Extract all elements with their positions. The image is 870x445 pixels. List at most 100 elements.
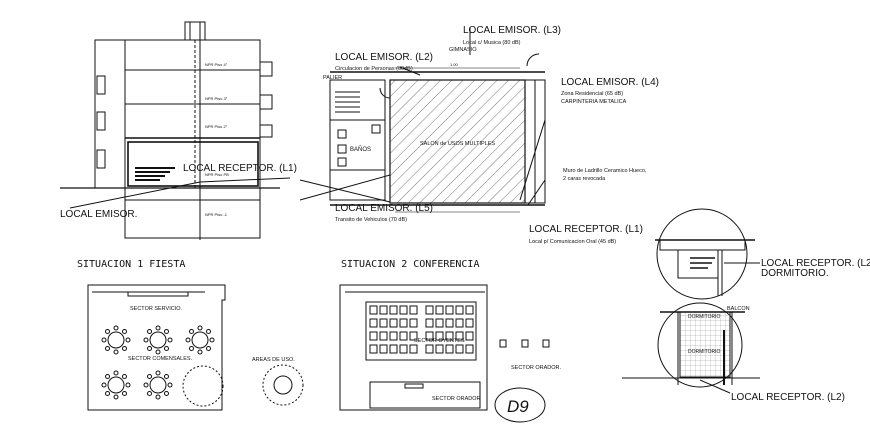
local-receptor-l2-bottom: LOCAL RECEPTOR. (L2) xyxy=(731,392,845,403)
circulacion: Circulacion de Personas (60dB) xyxy=(335,66,413,72)
audience-chair xyxy=(379,331,388,341)
audience-chair xyxy=(455,318,464,328)
gimnasio: GIMNASIO xyxy=(449,47,477,53)
round-table xyxy=(107,331,125,349)
round-table xyxy=(149,376,167,394)
chair xyxy=(143,337,149,343)
local-emisor-left: LOCAL EMISOR. xyxy=(60,209,137,220)
sector-orador-right: SECTOR ORADOR. xyxy=(511,365,561,371)
dim-top: 1.00 xyxy=(450,62,459,67)
svg-text:NPR Piso PB: NPR Piso PB xyxy=(205,172,229,177)
areas-de-uso-symbol xyxy=(262,364,304,406)
transito: Transito de Vehiculos (70 dB) xyxy=(335,217,407,223)
chair xyxy=(163,345,169,351)
audience-chair xyxy=(435,344,444,354)
local-musica: Local c/ Musica (80 dB) xyxy=(463,40,521,46)
local-emisor-l3: LOCAL EMISOR. (L3) xyxy=(463,25,561,36)
sector-servicio: SECTOR SERVICIO. xyxy=(130,306,183,312)
audience-chair xyxy=(445,331,454,341)
sheet-number-symbol xyxy=(494,387,546,423)
audience-chair xyxy=(399,331,408,341)
chair xyxy=(125,382,131,388)
audience-chair xyxy=(465,344,474,354)
caras-revocadas: 2 caras revocada xyxy=(563,176,606,182)
chair xyxy=(205,329,211,335)
chair xyxy=(113,394,119,400)
chair xyxy=(125,337,131,343)
chair xyxy=(189,345,195,351)
chair xyxy=(167,337,173,343)
banos-label: BAÑOS xyxy=(350,146,371,153)
audience-chair xyxy=(465,305,474,315)
round-table xyxy=(149,331,167,349)
salon-usos-label: SALON de USOS MULTIPLES xyxy=(420,141,495,147)
chair xyxy=(155,325,161,331)
chair xyxy=(189,329,195,335)
chair xyxy=(105,374,111,380)
muro-ladrillo: Muro de Ladrillo Ceramico Hueco, xyxy=(563,168,647,174)
chair xyxy=(121,329,127,335)
local-emisor-l2: LOCAL EMISOR. (L2) xyxy=(335,52,433,63)
chair xyxy=(147,374,153,380)
audience-chair xyxy=(379,318,388,328)
chair xyxy=(121,390,127,396)
chair xyxy=(113,325,119,331)
areas-de-uso: AREAS DE USO. xyxy=(252,357,295,363)
chair xyxy=(197,349,203,355)
chair xyxy=(163,390,169,396)
detail-balcon xyxy=(655,208,760,300)
situacion-2-title: SITUACION 2 CONFERENCIA xyxy=(341,259,479,270)
audience-chair xyxy=(389,305,398,315)
audience-chair xyxy=(435,318,444,328)
audience-chair xyxy=(399,305,408,315)
audience-chair xyxy=(369,331,378,341)
audience-chair xyxy=(445,318,454,328)
audience-chair xyxy=(369,305,378,315)
chair xyxy=(121,374,127,380)
sector-oyentes: SECTOR OYENTES xyxy=(414,338,465,344)
plan-situacion-2 xyxy=(339,284,550,411)
chair xyxy=(105,390,111,396)
chair xyxy=(205,345,211,351)
chair xyxy=(155,394,161,400)
audience-chair xyxy=(445,305,454,315)
balcon-label: BALCON xyxy=(727,306,750,312)
chair xyxy=(167,382,173,388)
local-receptor-l1-left: LOCAL RECEPTOR. (L1) xyxy=(183,163,297,174)
audience-chair xyxy=(389,331,398,341)
floor-plan-salon xyxy=(299,28,546,213)
carpinteria: CARPINTERIA METALICA xyxy=(561,99,627,105)
zona-residencial: Zona Residencial (65 dB) xyxy=(561,91,623,97)
audience-chair xyxy=(465,318,474,328)
sector-comensales: SECTOR COMENSALES. xyxy=(128,356,193,362)
chair xyxy=(197,325,203,331)
dormitorio-caps: DORMITORIO. xyxy=(761,268,829,279)
audience-chair xyxy=(455,344,464,354)
audience-chair xyxy=(435,331,444,341)
audience-chair xyxy=(409,305,418,315)
audience-chair xyxy=(409,331,418,341)
local-receptor-l1-right: LOCAL RECEPTOR. (L1) xyxy=(529,224,643,235)
audience-chair xyxy=(445,344,454,354)
audience-chair xyxy=(399,318,408,328)
audience-chair xyxy=(379,305,388,315)
audience-chair xyxy=(455,305,464,315)
chair xyxy=(155,349,161,355)
chair xyxy=(143,382,149,388)
svg-text:NPR Piso 4°: NPR Piso 4° xyxy=(205,62,228,67)
plan-situacion-1 xyxy=(87,284,226,411)
round-table xyxy=(107,376,125,394)
detail-dormitorio xyxy=(622,302,760,394)
local-emisor-l4: LOCAL EMISOR. (L4) xyxy=(561,77,659,88)
chair xyxy=(147,329,153,335)
chair xyxy=(113,349,119,355)
audience-chair xyxy=(379,344,388,354)
building-floor-tags: NPR Piso 4° NPR Piso 3° NPR Piso 2° NPR … xyxy=(205,62,229,217)
chair xyxy=(147,390,153,396)
chair xyxy=(105,345,111,351)
chair xyxy=(185,337,191,343)
chair xyxy=(105,329,111,335)
round-table xyxy=(191,331,209,349)
svg-text:NPR Piso 2°: NPR Piso 2° xyxy=(205,124,228,129)
